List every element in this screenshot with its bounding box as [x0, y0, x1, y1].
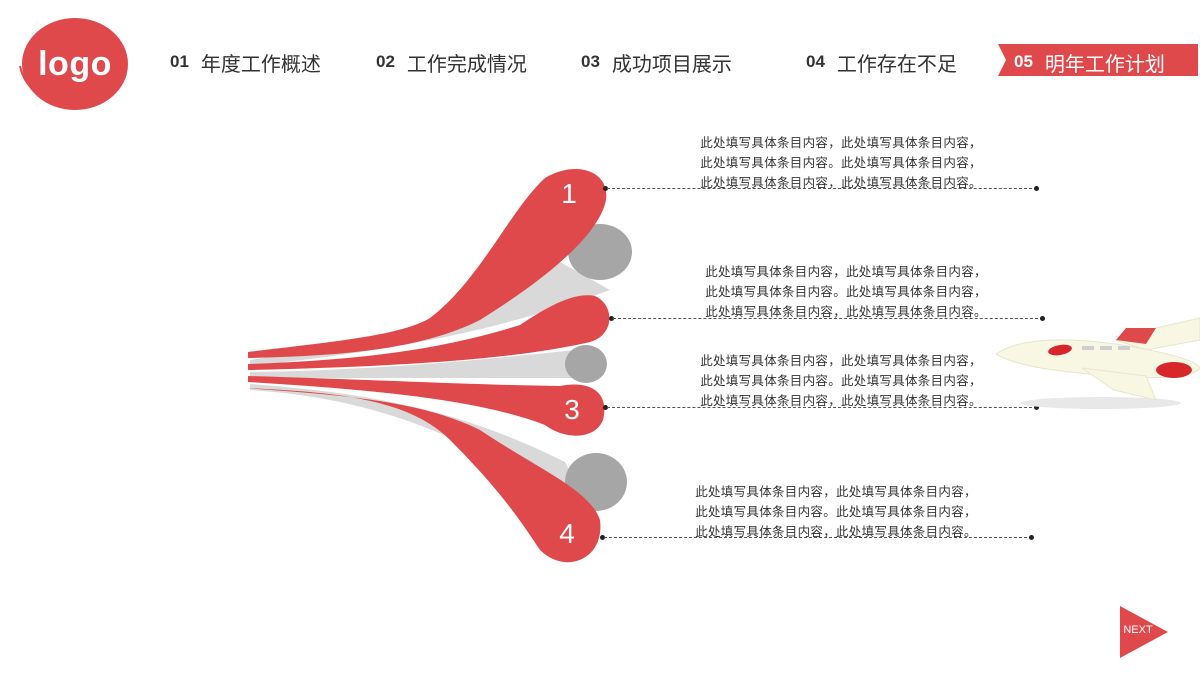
- leader-line-3: [607, 407, 1037, 408]
- item-line: 此处填写具体条目内容，此处填写具体条目内容。: [705, 304, 987, 319]
- next-arrow-icon[interactable]: [1118, 606, 1170, 658]
- nav-label: 工作存在不足: [836, 51, 957, 76]
- nav-label: 明年工作计划: [1044, 51, 1165, 76]
- nav-item-04[interactable]: 04 工作存在不足: [806, 46, 957, 78]
- item-line: 此处填写具体条目内容。此处填写具体条目内容，: [705, 284, 987, 299]
- stream-red-2: [248, 295, 610, 370]
- item-text-4: 此处填写具体条目内容，此处填写具体条目内容， 此处填写具体条目内容。此处填写具体…: [671, 482, 1001, 542]
- leader-dot-end: [1034, 186, 1039, 191]
- item-line: 此处填写具体条目内容，此处填写具体条目内容，: [700, 135, 982, 150]
- nav-item-01[interactable]: 01 年度工作概述: [170, 46, 321, 78]
- nav-num: 02: [376, 52, 395, 71]
- item-text-2: 此处填写具体条目内容，此处填写具体条目内容， 此处填写具体条目内容。此处填写具体…: [681, 262, 1011, 322]
- nav-num: 05: [1014, 52, 1033, 71]
- leader-dot-start: [609, 316, 614, 321]
- stream-gray-3: [250, 350, 575, 378]
- stream-red-4: [244, 388, 601, 563]
- item-line: 此处填写具体条目内容。此处填写具体条目内容，: [695, 504, 977, 519]
- item-number-3: 3: [564, 394, 580, 425]
- nav-label: 工作完成情况: [406, 51, 527, 76]
- nav-num: 03: [581, 52, 600, 71]
- leader-dot-start: [603, 405, 608, 410]
- leader-dot-start: [603, 186, 608, 191]
- nav-label: 年度工作概述: [200, 51, 321, 76]
- stream-red-1: [248, 169, 607, 358]
- logo[interactable]: logo: [22, 18, 128, 110]
- leader-dot-start: [600, 535, 605, 540]
- leader-dot-end: [1029, 535, 1034, 540]
- item-text-1: 此处填写具体条目内容，此处填写具体条目内容， 此处填写具体条目内容。此处填写具体…: [676, 133, 1006, 193]
- airplane-icon: [996, 317, 1200, 409]
- stream-red-3: [248, 376, 605, 436]
- leader-line-2: [613, 318, 1043, 319]
- leader-line-4: [604, 537, 1032, 538]
- item-number-4: 4: [559, 518, 575, 549]
- item-line: 此处填写具体条目内容，此处填写具体条目内容。: [700, 393, 982, 408]
- nav-item-02[interactable]: 02 工作完成情况: [376, 46, 527, 78]
- item-line: 此处填写具体条目内容，此处填写具体条目内容，: [705, 264, 987, 279]
- nav-active-highlight: [998, 44, 1198, 76]
- item-line: 此处填写具体条目内容，此处填写具体条目内容，: [695, 484, 977, 499]
- nav-num: 01: [170, 52, 189, 71]
- nav-item-05[interactable]: 05 明年工作计划: [1014, 46, 1165, 78]
- nav-item-03[interactable]: 03 成功项目展示: [581, 46, 732, 78]
- next-button-label[interactable]: NEXT: [1123, 624, 1153, 636]
- item-line: 此处填写具体条目内容。此处填写具体条目内容，: [700, 373, 982, 388]
- nav-num: 04: [806, 52, 825, 71]
- nav-label: 成功项目展示: [611, 51, 732, 76]
- item-line: 此处填写具体条目内容，此处填写具体条目内容，: [700, 353, 982, 368]
- item-number-1: 1: [561, 178, 577, 209]
- leader-dot-end: [1034, 405, 1039, 410]
- item-text-3: 此处填写具体条目内容，此处填写具体条目内容， 此处填写具体条目内容。此处填写具体…: [676, 351, 1006, 411]
- item-line: 此处填写具体条目内容，此处填写具体条目内容。: [695, 524, 977, 539]
- leader-dot-end: [1040, 316, 1045, 321]
- item-line: 此处填写具体条目内容。此处填写具体条目内容，: [700, 155, 982, 170]
- bubble-gray-3: [565, 345, 607, 383]
- leader-line-1: [607, 188, 1037, 189]
- item-line: 此处填写具体条目内容，此处填写具体条目内容。: [700, 175, 982, 190]
